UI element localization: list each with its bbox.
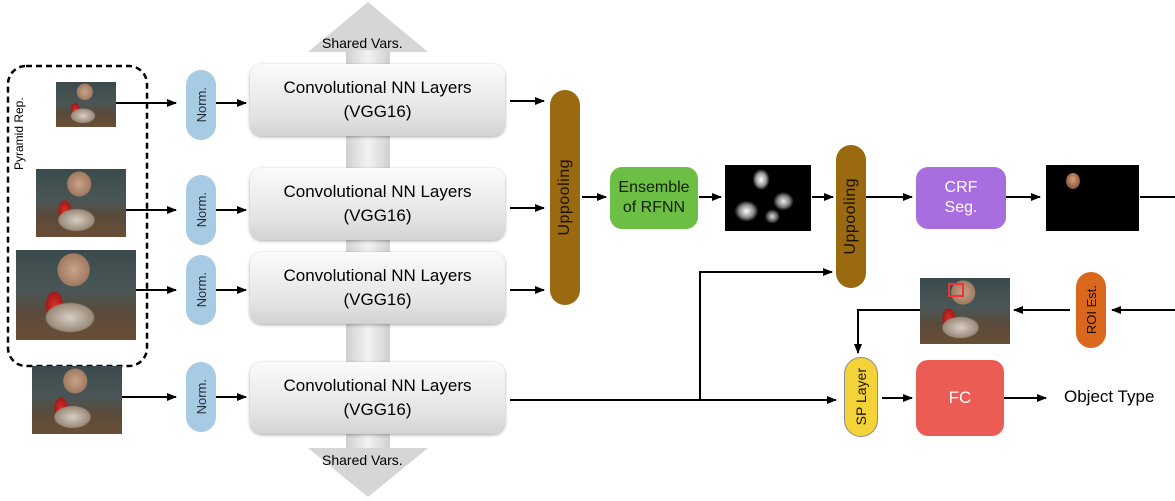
norm-block-1: Norm. — [186, 70, 216, 140]
ensemble-heatmap-image — [725, 165, 811, 231]
input-image-small — [56, 82, 116, 127]
norm-label: Norm. — [193, 192, 209, 228]
input-image-large — [16, 250, 136, 340]
conv-block-4: Convolutional NN Layers (VGG16) — [250, 362, 505, 434]
norm-block-2: Norm. — [186, 175, 216, 245]
conv-title: Convolutional NN Layers — [283, 376, 472, 395]
uppooling-label: Uppooling — [556, 159, 573, 236]
ensemble-line2: of RFNN — [622, 199, 686, 216]
shared-vars-top-label: Shared Vars. — [322, 35, 403, 51]
segmentation-output-image — [1046, 165, 1139, 231]
crf-line2: Seg. — [944, 199, 978, 216]
roi-est-label: ROI Est. — [1083, 285, 1099, 335]
roi-est-block: ROI Est. — [1076, 272, 1106, 348]
uppooling-block-2: Uppooling — [836, 145, 866, 288]
norm-block-3: Norm. — [186, 255, 216, 325]
segmented-face — [1066, 173, 1080, 189]
input-image-medium — [36, 169, 126, 237]
object-type-label: Object Type — [1064, 387, 1155, 406]
shared-vars-bottom-label: Shared Vars. — [322, 452, 403, 468]
conv-subtitle: (VGG16) — [343, 102, 412, 121]
fc-block: FC — [916, 360, 1004, 436]
uppooling-label: Uppooling — [842, 178, 859, 255]
norm-label: Norm. — [193, 272, 209, 308]
conv-title: Convolutional NN Layers — [283, 182, 472, 201]
conv-subtitle: (VGG16) — [343, 290, 412, 309]
fc-label: FC — [948, 388, 972, 407]
input-image-full — [32, 366, 122, 434]
roi-image — [920, 278, 1010, 344]
norm-label: Norm. — [193, 87, 209, 123]
ensemble-rfnn-block: Ensemble of RFNN — [610, 167, 698, 229]
conv-block-3: Convolutional NN Layers (VGG16) — [250, 252, 505, 324]
ensemble-line1: Ensemble — [618, 179, 690, 196]
conv-subtitle: (VGG16) — [343, 400, 412, 419]
uppooling-block-1: Uppooling — [550, 90, 580, 305]
norm-label: Norm. — [193, 379, 209, 415]
sp-layer-block: SP Layer — [844, 357, 878, 437]
sp-layer-label: SP Layer — [853, 368, 869, 426]
conv-subtitle: (VGG16) — [343, 206, 412, 225]
pyramid-rep-label: Pyramid Rep. — [12, 97, 26, 170]
norm-block-4: Norm. — [186, 362, 216, 432]
conv-block-1: Convolutional NN Layers (VGG16) — [250, 64, 505, 136]
roi-box — [948, 283, 964, 297]
crf-seg-block: CRF Seg. — [916, 167, 1006, 229]
conv-title: Convolutional NN Layers — [283, 266, 472, 285]
conv-title: Convolutional NN Layers — [283, 78, 472, 97]
conv-block-2: Convolutional NN Layers (VGG16) — [250, 168, 505, 240]
crf-line1: CRF — [944, 179, 978, 196]
